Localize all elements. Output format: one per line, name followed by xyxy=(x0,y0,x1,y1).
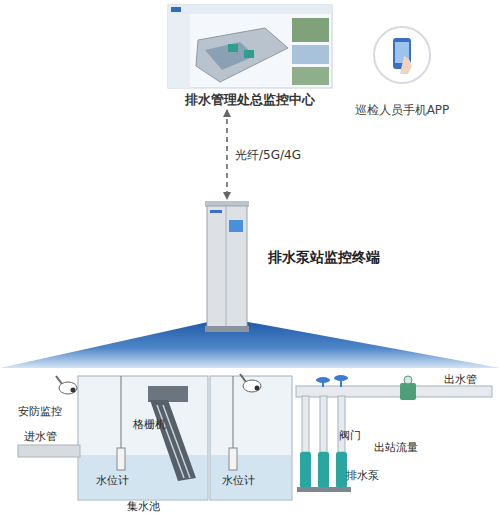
grille-bar xyxy=(163,405,190,478)
camera xyxy=(240,374,261,392)
part-label: 阀门 xyxy=(339,428,361,443)
camera-lens xyxy=(255,386,260,391)
screen-model xyxy=(196,28,288,82)
cabinet-badge xyxy=(210,210,222,213)
part-label: 水位计 xyxy=(96,473,129,488)
grille-frame xyxy=(150,400,196,481)
camera-mount xyxy=(240,374,246,382)
screen-frame xyxy=(168,5,332,88)
cabinet-door xyxy=(226,206,227,327)
grille-head xyxy=(148,386,188,402)
level-gauge xyxy=(117,448,125,470)
monitor-center: 排水管理处总监控中心 xyxy=(160,0,340,108)
part-label: 排水泵 xyxy=(346,468,379,483)
link-label: 光纤/5G/4G xyxy=(235,147,301,164)
coverage-beam xyxy=(0,318,500,368)
valve-stem xyxy=(322,382,324,387)
pump-riser xyxy=(302,396,309,452)
gauge-wire xyxy=(121,376,122,448)
node-caption: 巡检人员手机APP xyxy=(347,102,457,119)
inlet-pipe xyxy=(18,445,80,457)
valve-stem xyxy=(340,380,342,387)
screen-logo xyxy=(171,7,181,12)
screen-thumb xyxy=(292,45,329,64)
flow-meter xyxy=(400,383,416,400)
mobile-app: 巡检人员手机APP xyxy=(347,22,457,118)
phone-hand xyxy=(400,56,412,74)
pump xyxy=(336,452,347,488)
pump-base xyxy=(297,487,351,492)
pump-station-terminal: 排水泵站监控终端 xyxy=(205,201,249,332)
phone-circle xyxy=(374,27,430,83)
screen-model xyxy=(205,42,255,70)
grille-bar xyxy=(157,405,184,478)
part-label: 出站流量 xyxy=(374,440,418,455)
part-label: 集水池 xyxy=(127,499,160,513)
part-label: 水位计 xyxy=(222,473,255,488)
part-label: 格栅机 xyxy=(133,417,166,432)
cabinet xyxy=(205,201,249,332)
pump-riser xyxy=(320,396,327,452)
part-label: 进水管 xyxy=(24,429,57,444)
screen-pump xyxy=(244,50,254,58)
software-screenshot xyxy=(168,5,332,88)
outlet-pipe xyxy=(296,386,492,397)
node-caption: 排水管理处总监控中心 xyxy=(160,91,340,109)
camera-lens xyxy=(71,388,76,393)
screen-bar xyxy=(168,5,332,14)
part-label: 安防监控 xyxy=(18,404,62,419)
screen-pump xyxy=(228,44,238,52)
pump xyxy=(300,452,311,488)
camera xyxy=(56,376,77,394)
node-caption: 排水泵站监控终端 xyxy=(268,249,380,267)
camera-body xyxy=(243,380,261,392)
gauge-wire xyxy=(233,376,234,448)
grille-machine xyxy=(148,386,196,481)
flow-meter-head xyxy=(404,376,412,384)
screen-thumb xyxy=(292,18,329,42)
cabinet-body xyxy=(207,206,247,327)
camera-mount xyxy=(56,376,62,384)
pump-riser xyxy=(338,396,345,452)
level-gauge xyxy=(229,448,237,470)
phone-icon xyxy=(374,27,430,83)
part-label: 出水管 xyxy=(444,372,477,387)
screen-thumb xyxy=(292,67,329,85)
pump xyxy=(318,452,329,488)
screen-sidebar xyxy=(168,14,190,88)
link-arrow xyxy=(226,110,228,199)
cabinet-screen xyxy=(229,220,243,232)
well-water xyxy=(211,455,291,499)
camera-body xyxy=(59,382,77,394)
pump-well xyxy=(210,376,292,500)
collection-tank xyxy=(78,376,208,500)
cabinet-base xyxy=(205,326,249,332)
